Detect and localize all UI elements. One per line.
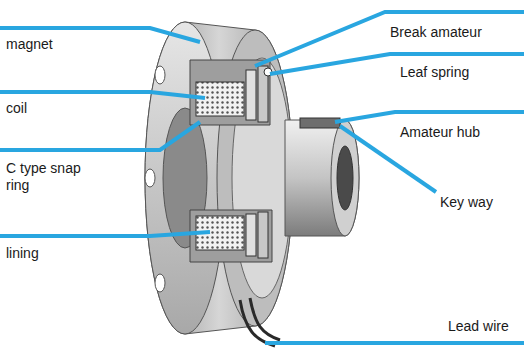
part-label: Break amateur xyxy=(390,24,520,41)
lead-wires xyxy=(240,298,280,346)
part-label: Amateur hub xyxy=(400,124,520,141)
armature-hub xyxy=(285,118,359,236)
part-label: Lead wire xyxy=(448,318,524,335)
part-label: magnet xyxy=(6,36,126,53)
part-label: Leaf spring xyxy=(400,64,520,81)
part-label: coil xyxy=(6,100,126,117)
part-label: lining xyxy=(6,245,126,262)
brake-body xyxy=(145,22,293,334)
leader-lines xyxy=(0,12,524,343)
part-label: Key way xyxy=(440,194,520,211)
part-label: C type snap ring xyxy=(6,160,88,194)
